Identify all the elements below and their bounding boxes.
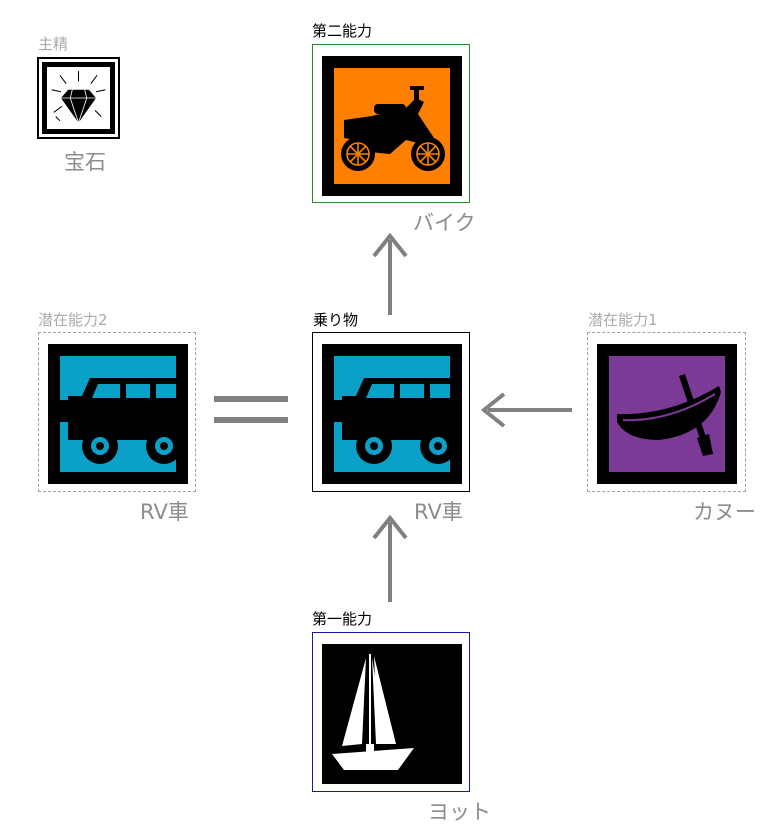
latent-ability-1-name: カヌー (693, 500, 756, 524)
main-spirit-tile (42, 62, 115, 134)
second-ability-label: 第二能力 (312, 22, 373, 40)
second-ability-card[interactable] (312, 44, 470, 203)
left-arrow-from-latent-ability-1 (480, 392, 572, 428)
latent-ability-2-card[interactable] (38, 332, 196, 492)
equals-sign (214, 396, 288, 423)
first-ability-tile (322, 644, 462, 784)
gem-icon (47, 67, 110, 129)
main-spirit-name: 宝石 (64, 150, 106, 174)
second-ability-name: バイク (413, 211, 476, 235)
latent-ability-2-label: 潜在能力2 (38, 311, 108, 329)
vehicle-card[interactable] (312, 332, 470, 492)
latent-ability-1-label: 潜在能力1 (588, 311, 658, 329)
latent-ability-1-tile (597, 344, 737, 484)
vehicle-name: RV車 (414, 500, 463, 524)
motorcycle-icon (334, 68, 450, 184)
vehicle-tile (322, 344, 462, 484)
suv-icon (334, 356, 450, 472)
main-spirit-label: 主精 (38, 35, 69, 53)
second-ability-tile (322, 56, 462, 196)
latent-ability-2-name: RV車 (140, 500, 189, 524)
suv-icon (60, 356, 176, 472)
vehicle-label: 乗り物 (313, 311, 359, 329)
canoe-icon (609, 356, 725, 472)
sailboat-icon (322, 644, 462, 784)
latent-ability-1-card[interactable] (587, 332, 746, 492)
first-ability-card[interactable] (312, 632, 470, 792)
first-ability-label: 第一能力 (312, 610, 373, 628)
up-arrow-from-first-ability (372, 514, 408, 602)
latent-ability-2-tile (48, 344, 188, 484)
first-ability-name: ヨット (428, 800, 491, 824)
up-arrow-to-second-ability (372, 232, 408, 315)
main-spirit-card[interactable] (37, 57, 120, 139)
